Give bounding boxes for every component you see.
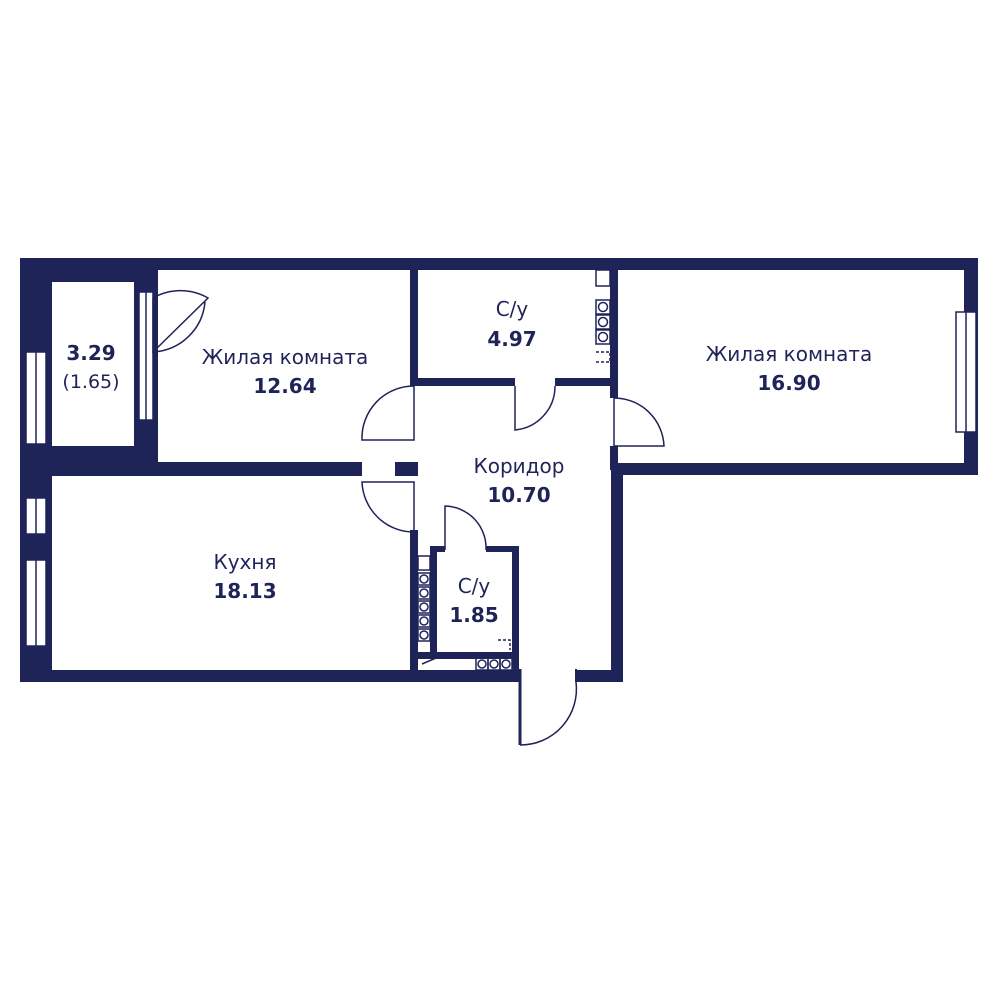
room-kitchen: Кухня 18.13	[213, 550, 276, 603]
plumbing-bath1	[595, 269, 611, 363]
plumbing-bath2	[417, 555, 513, 671]
door-bath2-swing	[444, 505, 487, 551]
bath1-name: С/у	[496, 297, 529, 321]
door-bath1-swing	[514, 385, 556, 431]
kitchen-name: Кухня	[214, 550, 277, 574]
room-balcony: 3.29 (1.65)	[62, 341, 119, 393]
wall-kitchen-right	[410, 530, 418, 682]
room-corridor: Коридор 10.70	[474, 454, 565, 507]
outer-walls	[20, 258, 978, 682]
wall-bath1-bottom	[410, 378, 515, 386]
room-living2: Жилая комната 16.90	[706, 342, 873, 395]
room-bath1: С/у 4.97	[487, 297, 536, 351]
wall-bath1-right	[610, 258, 618, 398]
living2-name: Жилая комната	[706, 342, 873, 366]
window-balcony	[25, 351, 47, 445]
kitchen-area: 18.13	[213, 579, 276, 603]
balcony-reduced-area: (1.65)	[62, 371, 119, 393]
window-kitchen-small	[25, 497, 47, 535]
wall-living2-left-lower	[610, 446, 618, 470]
room-living1: Жилая комната 12.64	[202, 345, 369, 398]
room-bath2: С/у 1.85	[449, 574, 498, 627]
wall-living1-right	[410, 258, 418, 383]
balcony-area: 3.29	[66, 341, 115, 365]
corridor-area: 10.70	[487, 483, 550, 507]
door-living2-swing	[613, 397, 665, 447]
window-kitchen	[25, 559, 47, 647]
window-living2	[955, 311, 977, 433]
bath2-name: С/у	[458, 574, 491, 598]
entrance-door-swing	[519, 681, 578, 746]
wall-living1-bottom	[52, 462, 362, 476]
bath1-area: 4.97	[487, 327, 536, 351]
living1-area: 12.64	[253, 374, 316, 398]
balcony-door-swing	[152, 289, 210, 354]
entrance-gap	[520, 669, 576, 683]
wall-living1-bottom-stub	[395, 462, 418, 476]
bath2-area: 1.85	[449, 603, 498, 627]
living1-name: Жилая комната	[202, 345, 369, 369]
door-living1-swing	[361, 385, 415, 441]
wall-bath2-bottom	[418, 652, 518, 659]
living2-area: 16.90	[757, 371, 820, 395]
wall-bath2-top-left	[430, 546, 445, 552]
wall-bath2-top-right	[486, 546, 518, 552]
window-living1	[138, 291, 154, 421]
wall-bath2-left	[430, 548, 437, 658]
wall-bath2-right	[512, 546, 519, 674]
door-kitchen-swing	[361, 481, 415, 533]
wall-bath1-bottom-2	[555, 378, 615, 386]
corridor-name: Коридор	[474, 454, 565, 478]
